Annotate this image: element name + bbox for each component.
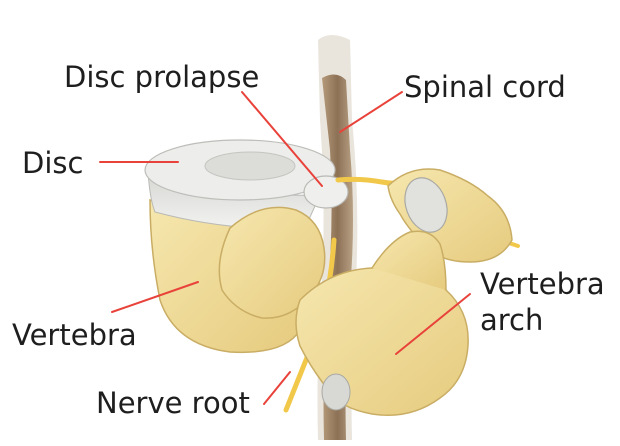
label-vertebra-arch-line1: Vertebra bbox=[480, 266, 605, 302]
label-vertebra-arch-line2: arch bbox=[480, 302, 605, 338]
label-spinal-cord: Spinal cord bbox=[404, 70, 566, 104]
label-vertebra-arch: Vertebra arch bbox=[480, 266, 605, 338]
lower-facet bbox=[322, 374, 350, 410]
label-disc-prolapse: Disc prolapse bbox=[64, 60, 259, 94]
label-disc: Disc bbox=[22, 146, 83, 180]
leader-nerve-root bbox=[264, 372, 290, 404]
label-nerve-root: Nerve root bbox=[96, 386, 250, 420]
nucleus bbox=[205, 152, 295, 180]
label-vertebra: Vertebra bbox=[12, 318, 137, 352]
